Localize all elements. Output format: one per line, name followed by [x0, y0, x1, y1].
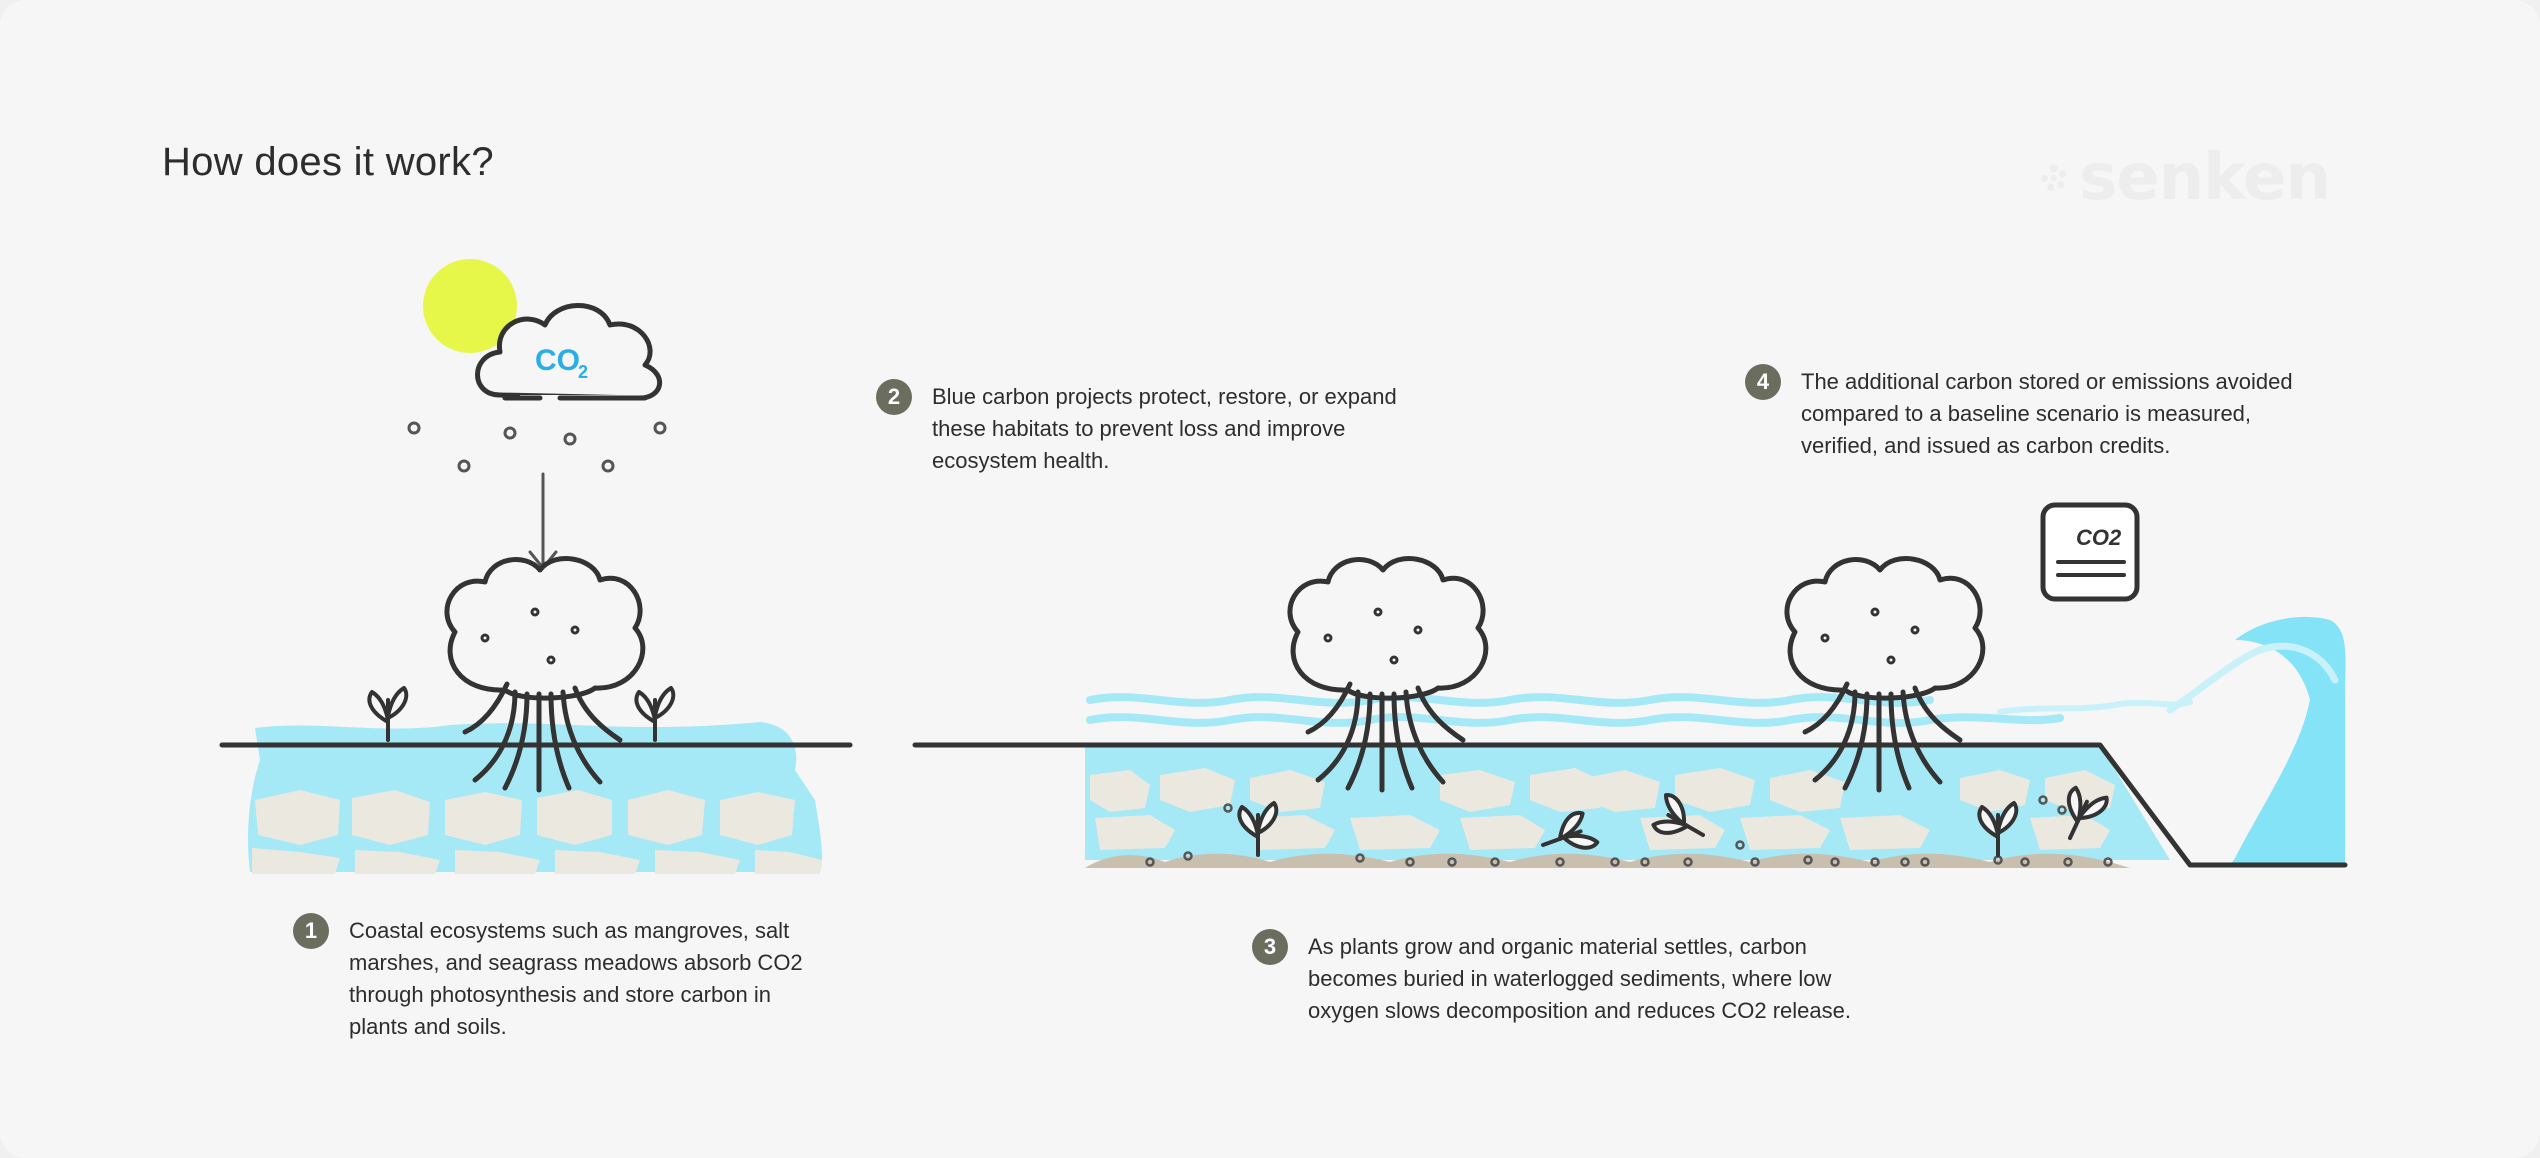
- scene-1-absorption: CO 2: [219, 259, 853, 874]
- step-3-text: As plants grow and organic material sett…: [1308, 934, 1851, 1023]
- step-2: 2 Blue carbon projects protect, restore,…: [876, 379, 1397, 477]
- ocean-wave-icon: [2230, 616, 2346, 865]
- certificate-co2-label: CO2: [2076, 525, 2122, 550]
- page-title: How does it work?: [162, 140, 494, 184]
- co2-particles: [407, 421, 667, 473]
- sediment-stones: [1090, 768, 2115, 850]
- sediment-layer: [1085, 853, 2130, 868]
- senken-logo: senken: [2040, 140, 2331, 216]
- step-1-badge: 1: [293, 913, 329, 949]
- cloud-co2-label: CO: [535, 344, 580, 377]
- step-4-badge: 4: [1745, 364, 1781, 400]
- cloud-icon: [475, 303, 663, 401]
- senken-logo-icon: [2040, 164, 2067, 192]
- step-3: 3 As plants grow and organic material se…: [1252, 929, 1851, 1027]
- water-waves: [1086, 693, 2064, 727]
- step-1: 1 Coastal ecosystems such as mangroves, …: [293, 913, 803, 1043]
- carbon-credit-certificate-icon: CO2: [2040, 502, 2140, 602]
- step-4: 4 The additional carbon stored or emissi…: [1745, 364, 2293, 462]
- logo-wordmark: senken: [2079, 141, 2331, 215]
- step-2-badge: 2: [876, 379, 912, 415]
- step-3-badge: 3: [1252, 929, 1288, 965]
- step-4-text: The additional carbon stored or emission…: [1801, 369, 2293, 458]
- ground-line: [912, 742, 2348, 868]
- soil-stones: [252, 790, 822, 874]
- cloud-co2-subscript: 2: [578, 362, 588, 382]
- sun-icon: [423, 259, 517, 353]
- step-1-text: Coastal ecosystems such as mangroves, sa…: [349, 918, 803, 1039]
- down-arrow-icon: [528, 472, 558, 571]
- scene-2-4-habitat: CO2: [912, 502, 2348, 868]
- step-2-text: Blue carbon projects protect, restore, o…: [932, 384, 1397, 473]
